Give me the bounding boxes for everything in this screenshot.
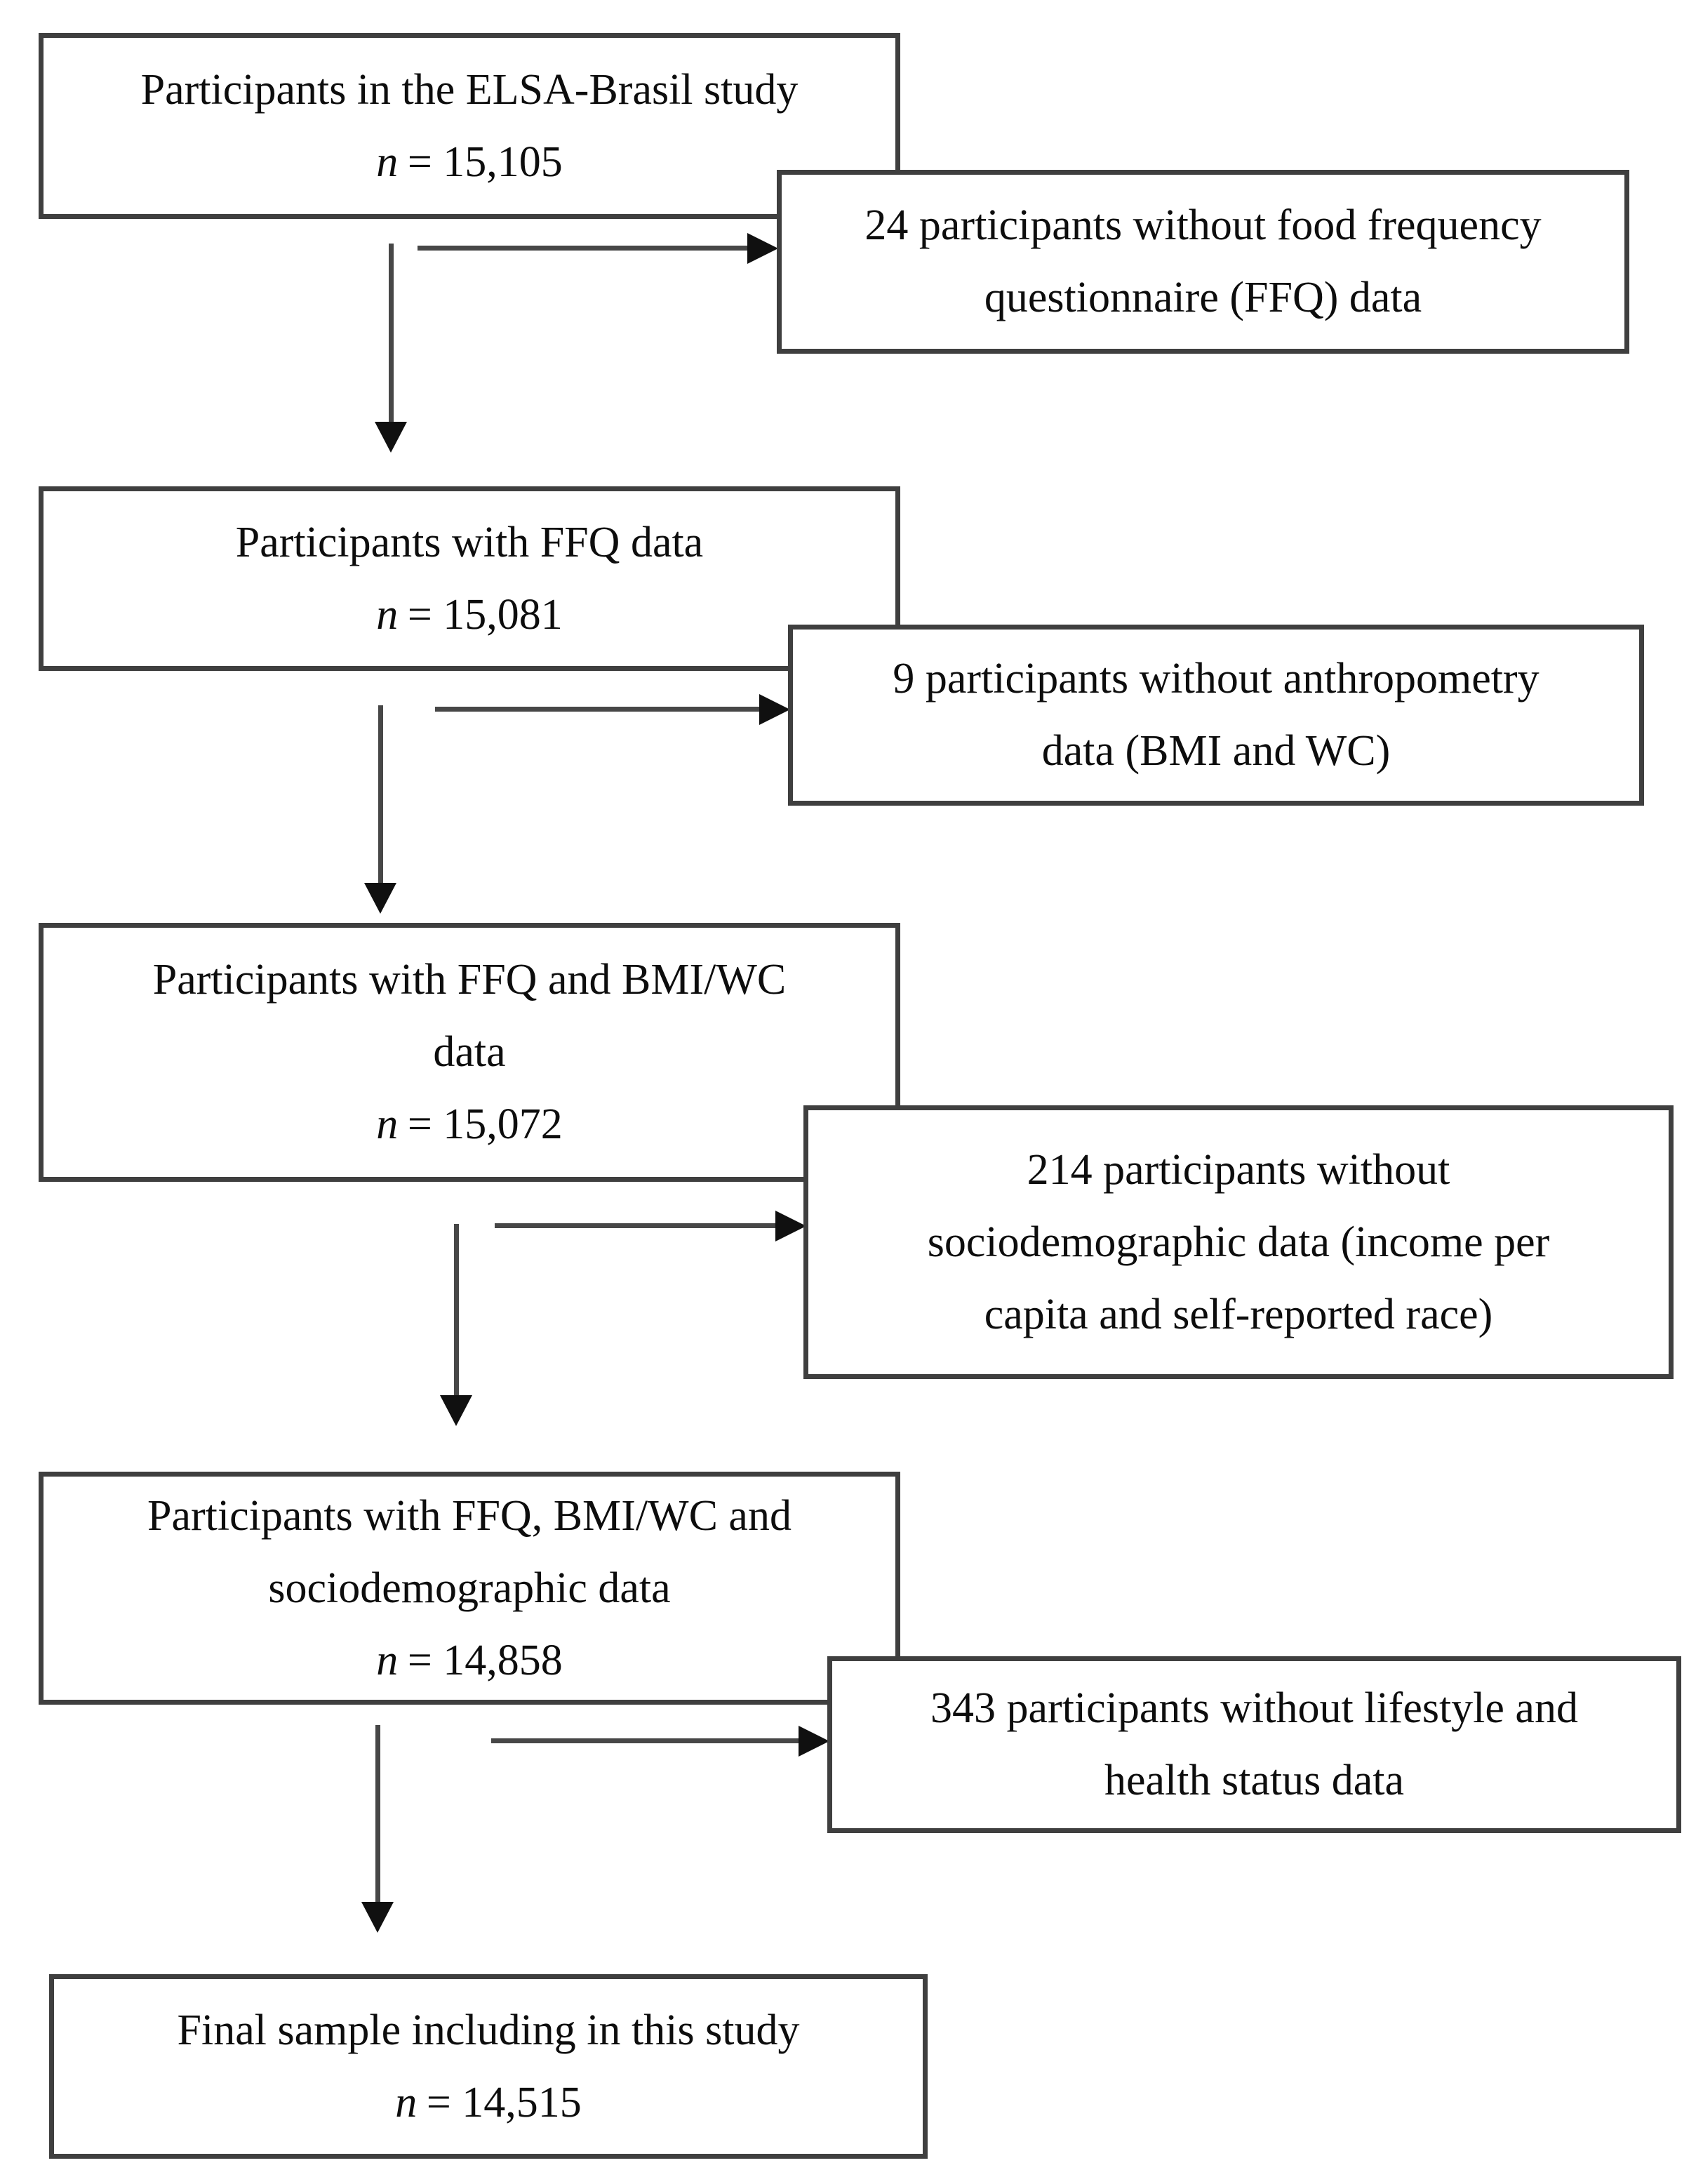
n-value: = 15,072 xyxy=(407,1100,563,1148)
sample-size: n= 15,105 xyxy=(376,126,563,199)
flow-box-ffq-bmiwc: Participants with FFQ and BMI/WC data n=… xyxy=(39,923,900,1182)
n-symbol: n xyxy=(376,138,399,186)
arrow-line xyxy=(375,1725,380,1903)
flow-box-final-sample: Final sample including in this study n= … xyxy=(49,1974,928,2159)
arrow-head xyxy=(364,883,396,914)
n-symbol: n xyxy=(376,1100,399,1148)
arrow-line xyxy=(435,707,759,712)
arrow-head xyxy=(440,1395,472,1426)
box-text-line: health status data xyxy=(1104,1757,1404,1804)
box-text-line: sociodemographic data xyxy=(268,1564,671,1612)
box-text-line: sociodemographic data (income per xyxy=(927,1218,1550,1266)
exclusion-box-sociodemographic: 214 participants without sociodemographi… xyxy=(803,1105,1674,1379)
box-text-line: Participants with FFQ data xyxy=(235,518,704,566)
sample-size: n= 15,072 xyxy=(376,1088,563,1161)
box-text-line: 9 participants without anthropometry xyxy=(893,655,1540,703)
box-text-line: 214 participants without xyxy=(1027,1145,1450,1194)
box-text-line: capita and self-reported race) xyxy=(984,1290,1493,1338)
arrow-line xyxy=(495,1223,775,1228)
sample-size: n= 14,858 xyxy=(376,1625,563,1697)
arrow-head xyxy=(361,1902,394,1933)
box-text-line: questionnaire (FFQ) data xyxy=(984,274,1422,321)
box-text-line: 343 participants without lifestyle and xyxy=(930,1684,1578,1732)
arrow-head xyxy=(775,1211,806,1241)
n-symbol: n xyxy=(395,2078,418,2126)
flow-box-ffq-bmiwc-sociodem: Participants with FFQ, BMI/WC and sociod… xyxy=(39,1472,900,1705)
arrow-line xyxy=(418,246,747,251)
exclusion-box-lifestyle: 343 participants without lifestyle and h… xyxy=(827,1656,1681,1833)
n-value: = 15,081 xyxy=(407,590,563,639)
n-symbol: n xyxy=(376,1636,399,1684)
arrow-line xyxy=(454,1224,459,1397)
sample-size: n= 14,515 xyxy=(395,2067,582,2139)
exclusion-box-ffq: 24 participants without food frequency q… xyxy=(777,170,1629,354)
box-text-line: Participants with FFQ, BMI/WC and xyxy=(147,1491,792,1540)
arrow-head xyxy=(759,694,790,725)
n-value: = 15,105 xyxy=(407,138,563,186)
box-text-line: Participants with FFQ and BMI/WC xyxy=(152,956,787,1004)
flow-box-ffq: Participants with FFQ data n= 15,081 xyxy=(39,486,900,671)
box-text-line: Final sample including in this study xyxy=(177,2006,800,2054)
n-symbol: n xyxy=(376,590,399,639)
arrow-line xyxy=(378,705,383,884)
box-text-line: data (BMI and WC) xyxy=(1041,727,1391,775)
arrow-head xyxy=(799,1726,829,1757)
box-text-line: 24 participants without food frequency xyxy=(864,201,1542,249)
box-text-line: Participants in the ELSA-Brasil study xyxy=(140,65,799,114)
arrow-line xyxy=(389,244,394,423)
arrow-head xyxy=(375,422,407,453)
flow-box-elsa-study: Participants in the ELSA-Brasil study n=… xyxy=(39,33,900,219)
arrow-head xyxy=(747,233,778,264)
n-value: = 14,858 xyxy=(407,1636,563,1684)
box-text-line: data xyxy=(433,1028,506,1076)
sample-size: n= 15,081 xyxy=(376,579,563,651)
n-value: = 14,515 xyxy=(426,2078,582,2126)
arrow-line xyxy=(491,1738,799,1743)
exclusion-box-anthropometry: 9 participants without anthropometry dat… xyxy=(788,625,1644,806)
